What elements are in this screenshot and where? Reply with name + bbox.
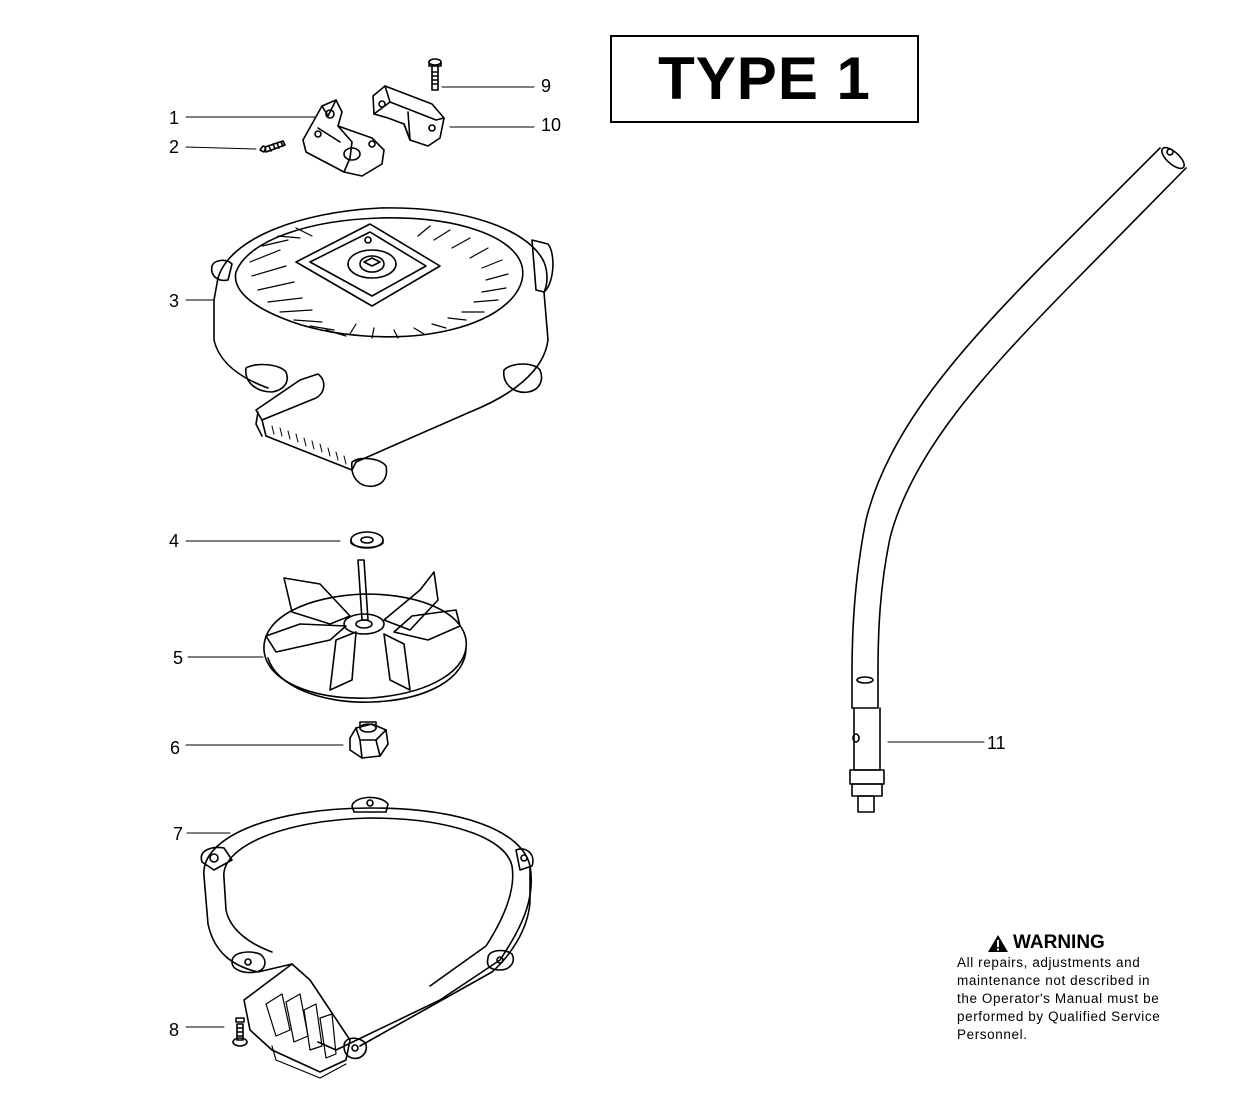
- warning-line-1: All repairs, adjustments and: [957, 955, 1141, 970]
- callout-10: 10: [541, 115, 561, 135]
- part-2-screw: [259, 140, 286, 153]
- warning-line-3: the Operator's Manual must be: [957, 991, 1160, 1006]
- callout-2: 2: [169, 137, 179, 157]
- warning-text: All repairs, adjustments and maintenance…: [957, 954, 1217, 1044]
- warning-line-5: Personnel.: [957, 1027, 1028, 1042]
- callout-1: 1: [169, 108, 179, 128]
- warning-header: WARNING: [957, 932, 1217, 954]
- callout-4: 4: [169, 531, 179, 551]
- type-label-box: TYPE 1: [610, 35, 919, 123]
- part-9-screw: [428, 58, 442, 91]
- part-3-fan-housing: [210, 207, 554, 487]
- type-label: TYPE 1: [658, 45, 871, 112]
- part-4-washer: [350, 531, 384, 549]
- part-1-bracket: [302, 99, 385, 177]
- warning-triangle-icon: [988, 934, 1008, 952]
- warning-title: WARNING: [1013, 932, 1105, 953]
- callout-9: 9: [541, 76, 551, 96]
- callout-3: 3: [169, 291, 179, 311]
- callout-11: 11: [987, 733, 1006, 753]
- part-8-screw: [232, 1017, 248, 1047]
- callout-numbers: 1 2 3 4 5 6 7 8 9 10 11: [169, 76, 1006, 1040]
- part-11-drive-tube: [849, 146, 1187, 813]
- part-5-impeller: [263, 559, 467, 703]
- callout-5: 5: [173, 648, 183, 668]
- callout-6: 6: [170, 738, 180, 758]
- part-6-nut: [349, 721, 389, 759]
- callout-7: 7: [173, 824, 183, 844]
- part-7-cover-ring: [200, 796, 534, 1079]
- leader-lines: [185, 86, 985, 1028]
- callout-8: 8: [169, 1020, 179, 1040]
- part-10-block: [372, 85, 445, 147]
- warning-notice: WARNING All repairs, adjustments and mai…: [957, 932, 1217, 1044]
- warning-line-4: performed by Qualified Service: [957, 1009, 1161, 1024]
- warning-line-2: maintenance not described in: [957, 973, 1151, 988]
